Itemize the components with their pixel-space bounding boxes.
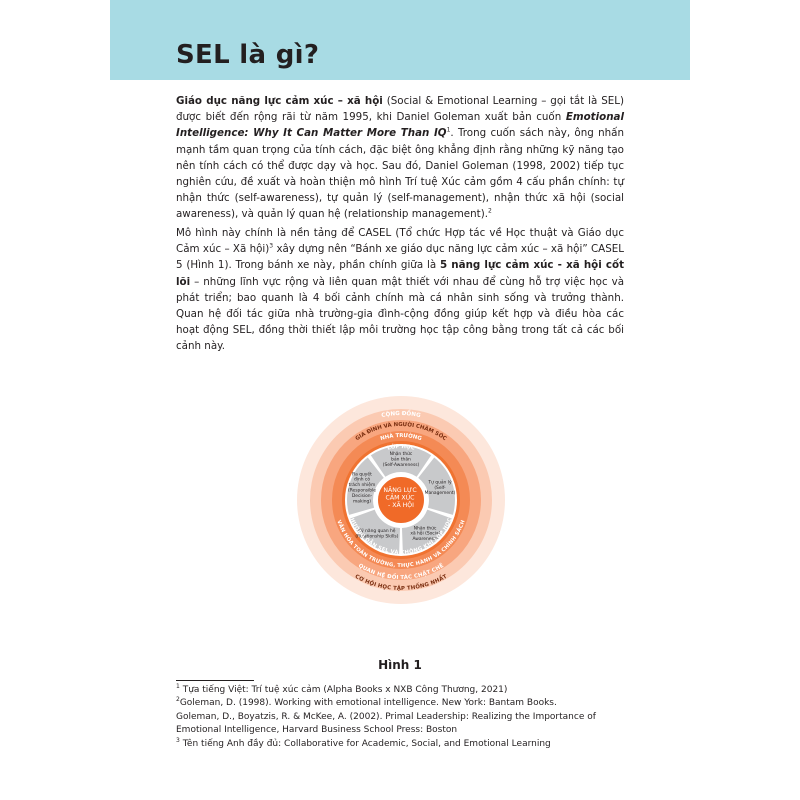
ring-label-school: NHÀ TRƯỜNG bbox=[380, 432, 423, 442]
ring-label-classroom: LỚP HỌC bbox=[387, 443, 416, 451]
label-line: (Self- bbox=[434, 485, 446, 491]
center-line-3: - XÃ HỘI bbox=[388, 500, 414, 509]
label-line: Kỹ năng quan hệ bbox=[358, 527, 396, 534]
footnote-text: Goleman, D. (1998). Working with emotion… bbox=[179, 698, 557, 709]
footnote-number: 3 bbox=[176, 736, 180, 744]
label-line: Awareness) bbox=[412, 536, 438, 542]
para2-text-2: xây dựng nên “Bánh xe giáo dục năng lực … bbox=[176, 243, 624, 272]
competency-segments bbox=[347, 446, 455, 554]
footnote-number: 1 bbox=[176, 683, 180, 690]
core-competencies-term: 5 năng lực cảm xúc - xã hội cốt lõi bbox=[176, 259, 624, 288]
label-line: bản thân bbox=[391, 456, 411, 463]
center-line-2: CẢM XÚC bbox=[386, 493, 415, 502]
segment-decision-making bbox=[347, 457, 384, 515]
ring-label-community: CỘNG ĐỒNG bbox=[381, 408, 421, 419]
center-hub bbox=[376, 475, 426, 525]
label-line: (Self-Awareness) bbox=[383, 462, 420, 468]
segment-relationship-skills bbox=[350, 509, 401, 554]
segment-self-awareness bbox=[370, 446, 432, 477]
label-line: định có bbox=[354, 476, 370, 483]
para1-text-1: (Social & Emotional Learning – gọi tắt l… bbox=[176, 95, 624, 124]
page-title: SEL là gì? bbox=[176, 40, 320, 70]
footnote-2: 2Goleman, D. (1998). Working with emotio… bbox=[176, 697, 636, 710]
footnotes: 1 Tựa tiếng Việt: Trí tuệ xúc cảm (Alpha… bbox=[176, 684, 636, 751]
footnote-text: Tên tiếng Anh đầy đủ: Collaborative for … bbox=[182, 738, 551, 749]
intro-paragraph: Giáo dục năng lực cảm xúc – xã hội (Soci… bbox=[176, 93, 624, 223]
footnote-ref-2: 2 bbox=[488, 208, 492, 215]
label-relationship-skills: Kỹ năng quan hệ(Relationship Skills) bbox=[355, 527, 398, 539]
label-line: Management) bbox=[425, 490, 456, 496]
label-line: Nhận thức bbox=[390, 450, 413, 457]
label-line: Decision- bbox=[352, 493, 373, 499]
casel-paragraph: Mô hình này chính là nền tảng để CASEL (… bbox=[176, 225, 624, 355]
segment-self-management bbox=[418, 457, 455, 515]
segment-social-awareness bbox=[401, 509, 452, 554]
footnote-number: 2 bbox=[176, 696, 180, 704]
label-line: (Relationship Skills) bbox=[355, 533, 398, 539]
center-label: NĂNG LỰC CẢM XÚC - XÃ HỘI bbox=[383, 485, 418, 509]
label-line: making) bbox=[353, 498, 371, 504]
footnote-text: Emotional Intelligence, Harvard Business… bbox=[176, 725, 458, 736]
figure-caption: Hình 1 bbox=[378, 658, 422, 672]
center-line-1: NĂNG LỰC bbox=[383, 485, 416, 494]
label-line: Nhận thức bbox=[414, 524, 437, 531]
footnote-2-cont-a: Goleman, D., Boyatzis, R. & McKee, A. (2… bbox=[176, 711, 636, 724]
book-title: Emotional Intelligence: Why It Can Matte… bbox=[176, 111, 624, 140]
sel-term: Giáo dục năng lực cảm xúc – xã hội bbox=[176, 95, 383, 107]
footnote-ref-1: 1 bbox=[446, 126, 451, 134]
footnote-2-cont-b: Emotional Intelligence, Harvard Business… bbox=[176, 724, 636, 737]
footnote-text: Goleman, D., Boyatzis, R. & McKee, A. (2… bbox=[176, 711, 596, 722]
para2-text-3: – những lĩnh vực rộng và liên quan mật t… bbox=[176, 275, 624, 353]
para2-text-1: Mô hình này chính là nền tảng để CASEL (… bbox=[176, 227, 624, 256]
footnote-1: 1 Tựa tiếng Việt: Trí tuệ xúc cảm (Alpha… bbox=[176, 684, 636, 697]
footnote-text: Tựa tiếng Việt: Trí tuệ xúc cảm (Alpha B… bbox=[182, 685, 508, 695]
label-line: xã hội (Social bbox=[410, 530, 440, 537]
label-line: trách nhiệm bbox=[349, 481, 376, 488]
label-self-management: Tự quản lý(Self-Management) bbox=[425, 478, 456, 496]
label-line: Tự quản lý bbox=[427, 478, 452, 485]
para1-text-2: . Trong cuốn sách này, ông nhấn mạnh tầm… bbox=[176, 127, 624, 221]
label-line: Ra quyết bbox=[352, 470, 372, 477]
footnote-divider bbox=[176, 680, 254, 681]
footnote-3: 3 Tên tiếng Anh đầy đủ: Collaborative fo… bbox=[176, 736, 636, 751]
label-line: (Responsible bbox=[348, 488, 376, 494]
page-header: SEL là gì? bbox=[110, 0, 690, 80]
footnote-ref-3: 3 bbox=[269, 242, 274, 250]
